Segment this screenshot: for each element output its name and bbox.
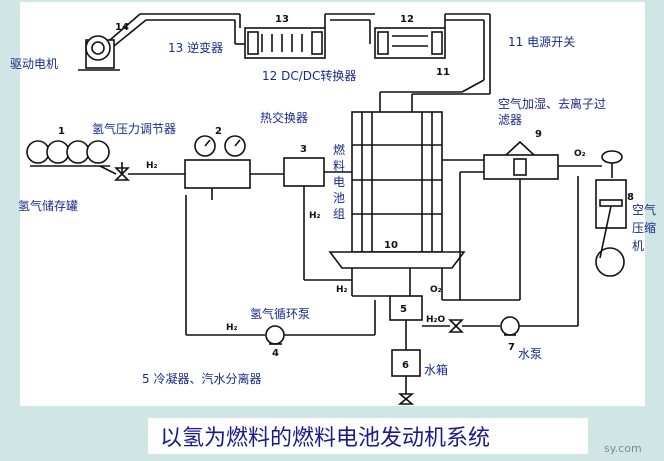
label-stack-char-3: 电	[333, 175, 345, 189]
label-num-14: 14	[115, 22, 129, 33]
label-compressor-line-3: 机	[632, 239, 644, 253]
label-compressor-line-2: 压缩	[632, 220, 656, 235]
flow-o2-a: O₂	[430, 285, 442, 295]
watermark-text: sy.com	[604, 442, 642, 455]
fuel-cell-stack-icon	[328, 111, 466, 269]
label-stack-char-4: 池	[333, 191, 345, 205]
label-humidifier-line-2: 滤器	[498, 113, 522, 127]
label-h2-regulator: 氢气压力调节器	[92, 121, 176, 136]
label-h2-pump: 氢气循环泵	[250, 306, 310, 321]
flow-h2-a: H₂	[146, 161, 158, 171]
label-num-2: 2	[215, 126, 222, 137]
label-inverter: 13 逆变器	[168, 40, 223, 55]
flow-h2o: H₂O	[426, 315, 445, 325]
label-heat-exchanger: 热交换器	[260, 110, 308, 125]
dcdc-converter-icon	[374, 27, 446, 59]
label-compressor-line-1: 空气	[632, 202, 656, 217]
hydrogen-pump-icon	[265, 325, 285, 345]
label-dcdc: 12 DC/DC转换器	[262, 68, 356, 83]
heat-exchanger-icon	[283, 157, 325, 187]
label-num-11: 11	[436, 67, 450, 78]
hydrogen-tank-icon	[26, 140, 110, 167]
label-h2-tank: 氢气储存罐	[18, 198, 78, 213]
label-num-12: 12	[400, 14, 414, 25]
water-valve-icon	[448, 319, 464, 333]
label-num-9: 9	[535, 129, 542, 140]
pressure-regulator-icon	[184, 135, 251, 189]
diagram-caption: 以氢为燃料的燃料电池发动机系统	[160, 426, 490, 451]
caption-box	[148, 418, 588, 454]
water-tank-icon	[391, 349, 421, 377]
inverter-icon	[244, 27, 326, 59]
label-num-10: 10	[384, 240, 398, 251]
label-stack-char-2: 料	[333, 159, 345, 173]
label-power-switch: 11 电源开关	[508, 35, 575, 49]
label-water-pump: 水泵	[518, 347, 542, 361]
condenser-icon	[389, 295, 423, 321]
drain-valve-icon	[397, 393, 415, 405]
water-pump-icon	[500, 316, 520, 336]
label-num-13: 13	[275, 14, 289, 25]
label-num-7: 7	[508, 342, 515, 353]
flow-o2-b: O₂	[574, 149, 586, 159]
label-num-3: 3	[300, 144, 307, 155]
label-num-5: 5	[400, 304, 407, 315]
label-stack-char-5: 组	[333, 207, 345, 221]
label-num-1: 1	[58, 126, 65, 137]
label-condenser: 5 冷凝器、汽水分离器	[142, 371, 261, 386]
label-drive-motor: 驱动电机	[10, 57, 58, 71]
label-num-4: 4	[272, 348, 279, 359]
label-num-8: 8	[627, 192, 634, 203]
label-stack-char-1: 燃	[333, 142, 345, 157]
valve-icon	[114, 162, 130, 181]
flow-h2-b: H₂	[309, 211, 321, 221]
label-humidifier-line-1: 空气加湿、去离子过	[498, 96, 606, 111]
diagram-panel	[20, 2, 645, 406]
air-compressor-icon	[595, 150, 627, 277]
flow-h2-c: H₂	[226, 323, 238, 333]
flow-h2-d: H₂	[336, 285, 348, 295]
drive-motor-icon	[78, 35, 120, 71]
power-switch-icon	[380, 79, 491, 95]
label-water-tank: 水箱	[424, 362, 448, 377]
label-num-6: 6	[402, 360, 409, 371]
